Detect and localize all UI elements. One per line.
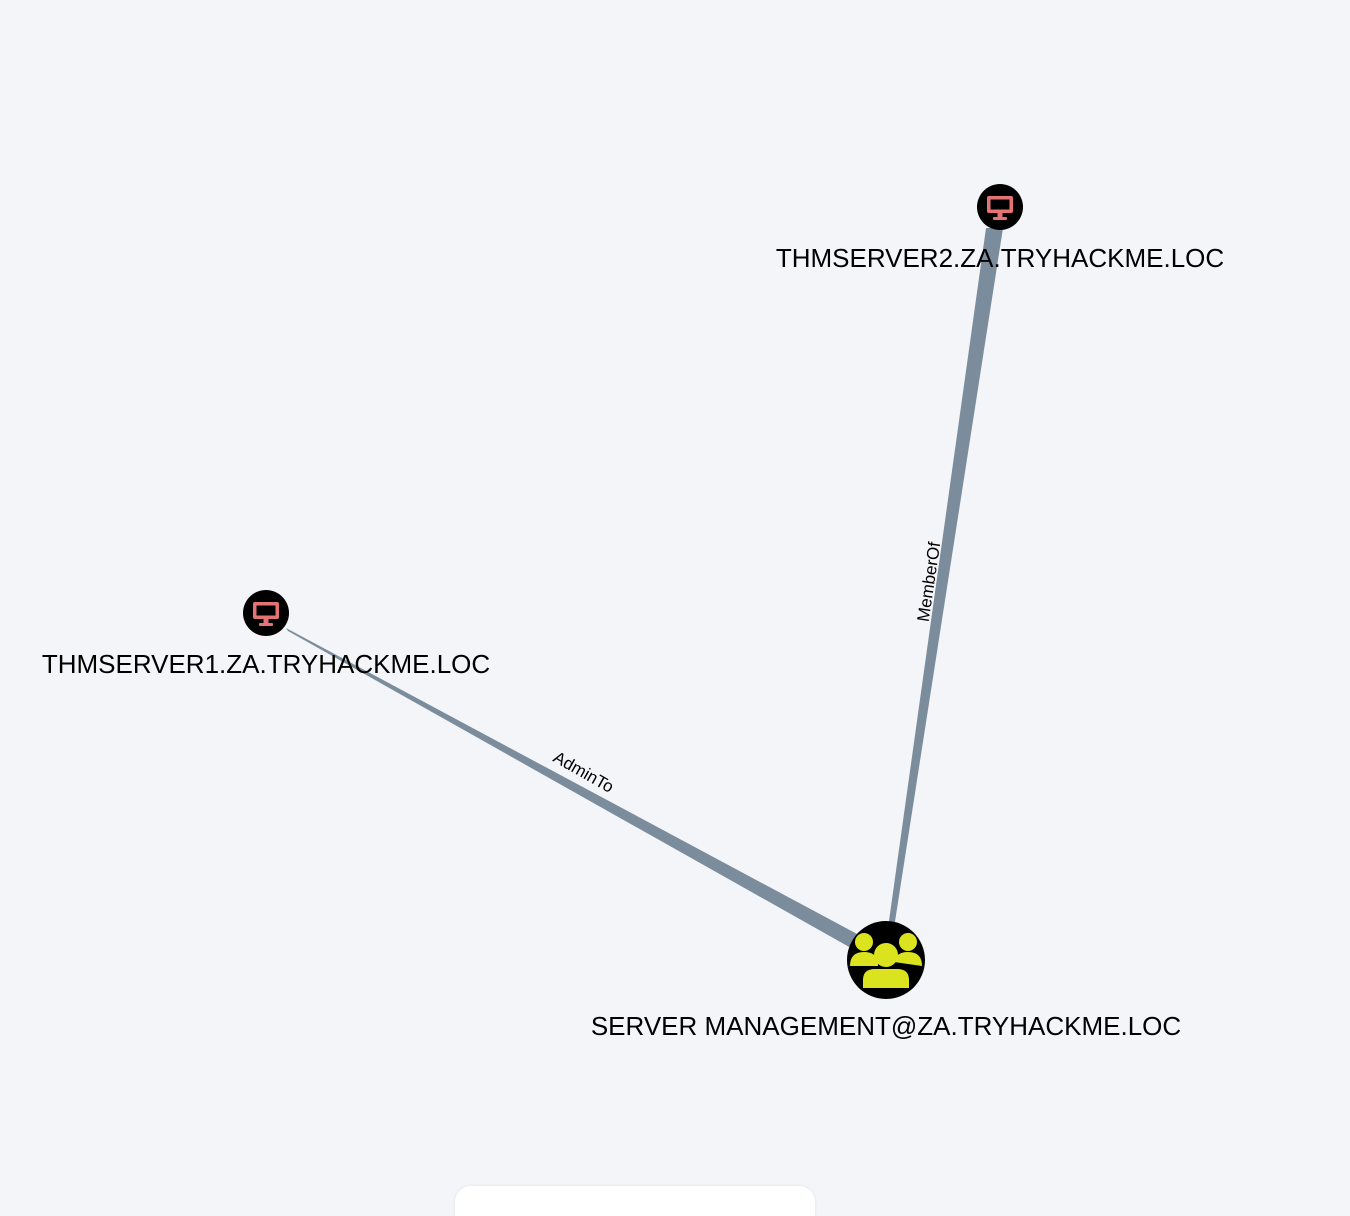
node-thmserver1-label: THMSERVER1.ZA.TRYHACKME.LOC xyxy=(42,649,490,679)
computer-icon xyxy=(253,602,279,626)
edge-member-of-line[interactable] xyxy=(888,228,1003,928)
edge-admin-to-line[interactable] xyxy=(286,628,859,948)
node-thmserver1[interactable]: THMSERVER1.ZA.TRYHACKME.LOC xyxy=(42,590,490,679)
node-thmserver2-label: THMSERVER2.ZA.TRYHACKME.LOC xyxy=(776,243,1224,273)
node-server-management[interactable]: SERVER MANAGEMENT@ZA.TRYHACKME.LOC xyxy=(591,921,1181,1041)
node-thmserver2[interactable]: THMSERVER2.ZA.TRYHACKME.LOC xyxy=(776,184,1224,273)
users-icon xyxy=(850,933,922,988)
computer-icon xyxy=(987,196,1013,220)
bottom-panel-tab[interactable] xyxy=(455,1186,815,1216)
edge-member-of[interactable]: MemberOf xyxy=(888,228,1003,928)
node-server-management-label: SERVER MANAGEMENT@ZA.TRYHACKME.LOC xyxy=(591,1011,1181,1041)
